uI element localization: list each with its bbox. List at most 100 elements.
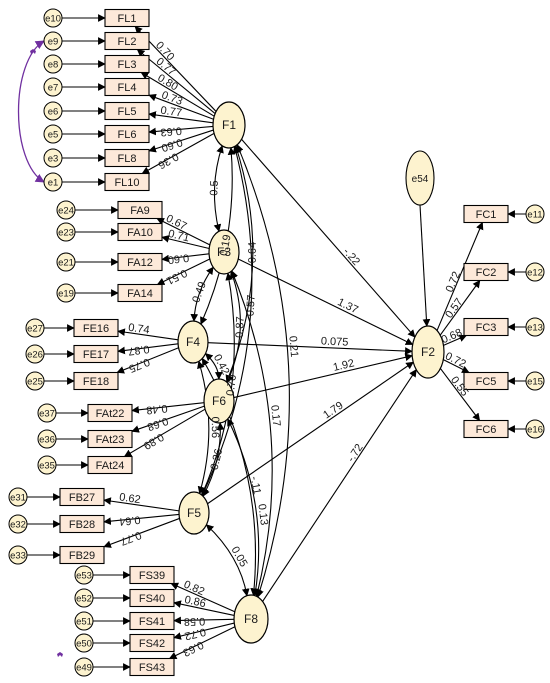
indicator-fl2: FL2: [104, 31, 150, 51]
indicator-fl3: FL3: [104, 54, 150, 74]
loading-label: 0.72: [183, 625, 207, 642]
covariance-label: 0.70: [225, 374, 239, 397]
error-e7: e7: [43, 77, 63, 97]
loading-label: 0.72: [444, 270, 463, 294]
loading-arrow: [103, 513, 180, 525]
loading-label: 0.62: [118, 491, 141, 506]
latent-label: F8: [244, 612, 258, 626]
loading-arrow: [103, 517, 180, 548]
error-label: e52: [76, 594, 92, 605]
indicator-label: FL4: [118, 82, 137, 94]
error-label: e25: [27, 377, 43, 388]
indicator-fl6: FL6: [104, 124, 150, 144]
latent-f5: F5: [178, 491, 210, 535]
indicator-label: FA9: [130, 205, 150, 217]
error-label: e11: [527, 210, 542, 221]
error-e21: e21: [56, 252, 76, 272]
covariance-f3-f8: [230, 270, 273, 598]
error-label: e32: [10, 520, 26, 531]
path-f6-f2: [233, 353, 413, 399]
loading-arrow: [141, 132, 215, 174]
loading-arrow: [131, 402, 205, 414]
covariance-label: 0.5: [208, 180, 221, 196]
indicator-fl1: FL1: [104, 8, 150, 28]
error-e37: e37: [37, 403, 57, 423]
indicator-label: FAt23: [96, 434, 125, 446]
covariance-label: -.11: [248, 475, 263, 495]
latent-label: F1: [222, 118, 236, 132]
error-e35: e35: [37, 455, 57, 475]
indicator-fe17: FE17: [73, 344, 119, 364]
latent-f6: F6: [203, 378, 235, 424]
path-label: 1.79: [321, 399, 345, 421]
error-label: e12: [527, 268, 543, 279]
path-label: 1.37: [335, 296, 360, 316]
indicator-label: FC2: [476, 267, 497, 279]
loading-arrow: [136, 49, 216, 114]
indicator-label: FE17: [83, 349, 109, 361]
covariance-label: 0.57: [245, 294, 258, 316]
latent-label: F2: [421, 345, 435, 359]
loading-label: 0.86: [183, 594, 206, 610]
disturbance-label: e54: [412, 174, 429, 185]
indicator-fc5: FC5: [463, 371, 509, 391]
path-f3-f2: [237, 258, 414, 345]
indicator-label: FC1: [476, 209, 497, 221]
path-f5-f2: [207, 361, 414, 505]
error-label: e24: [58, 206, 74, 217]
indicator-fl10: FL10: [104, 172, 150, 192]
indicator-label: FS42: [139, 638, 165, 650]
loading-label: 0.51: [164, 266, 189, 286]
covariance-label: 0.56: [209, 417, 221, 438]
indicator-fs40: FS40: [129, 588, 175, 608]
indicator-label: FL5: [118, 106, 137, 118]
indicator-label: FC3: [476, 322, 497, 334]
indicator-fe18: FE18: [73, 371, 119, 391]
loading-label: 0.72: [443, 350, 468, 370]
covariance-f6-f5: [202, 422, 225, 497]
error-e24: e24: [56, 200, 76, 220]
indicator-fs39: FS39: [129, 565, 175, 585]
indicator-label: FC6: [476, 424, 497, 436]
error-label: e8: [48, 60, 59, 71]
error-covariance-e9-e1: [17, 40, 45, 183]
indicator-fc2: FC2: [463, 262, 509, 282]
path-f8-f2: [262, 369, 417, 602]
error-e13: e13: [525, 317, 545, 337]
error-label: e35: [39, 461, 55, 472]
indicator-label: FE18: [83, 376, 109, 388]
error-e53: e53: [74, 565, 94, 585]
indicator-label: FA14: [127, 288, 153, 300]
covariance-label: 0.13: [255, 503, 269, 526]
error-label: e19: [58, 289, 74, 300]
indicator-fs42: FS42: [129, 633, 175, 653]
latent-f2: F2: [411, 325, 445, 379]
indicator-fat23: FAt23: [87, 429, 133, 449]
loading-arrow: [443, 334, 467, 346]
error-e9: e9: [43, 31, 63, 51]
indicator-fe16: FE16: [73, 318, 119, 338]
indicator-label: FS40: [139, 593, 165, 605]
loading-label: 0.77: [160, 105, 183, 120]
indicator-label: FS39: [139, 570, 165, 582]
indicator-fs43: FS43: [129, 657, 175, 677]
loading-arrow: [140, 72, 215, 117]
error-label: e3: [48, 154, 59, 165]
indicator-fl5: FL5: [104, 101, 150, 121]
loading-arrow: [168, 626, 236, 659]
error-label: e7: [48, 83, 59, 94]
indicator-fb28: FB28: [59, 514, 105, 534]
error-e52: e52: [74, 588, 94, 608]
loading-arrow: [148, 111, 214, 124]
error-e1: e1: [43, 172, 63, 192]
loading-arrow: [173, 616, 235, 625]
error-label: e16: [527, 425, 543, 436]
error-label: e10: [45, 14, 61, 25]
covariance-label: 0.87: [234, 316, 247, 338]
covariance-label: 0.26: [209, 448, 226, 472]
indicator-label: FS41: [139, 616, 165, 628]
loading-label: 0.71: [167, 228, 191, 245]
indicator-fc6: FC6: [463, 419, 509, 439]
error-label: e37: [39, 409, 55, 420]
